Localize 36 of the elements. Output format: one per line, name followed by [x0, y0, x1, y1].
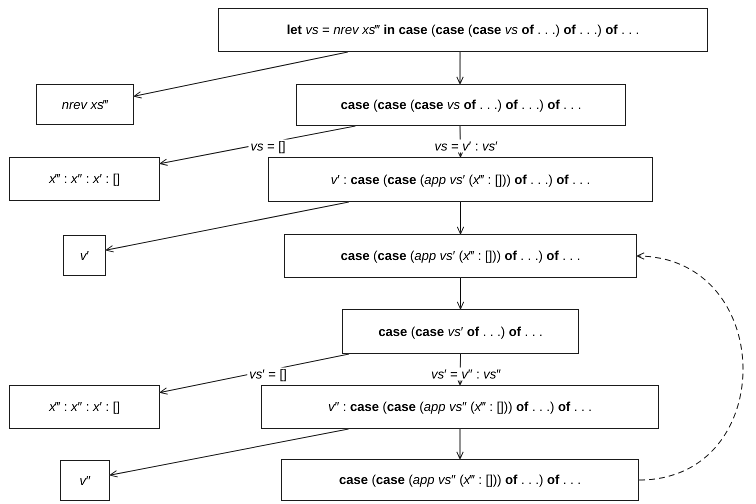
- arrow: [110, 428, 350, 478]
- arrow: [456, 202, 464, 234]
- expression-text: case (case (app vs′ (x‴ : [])) of . . .) of . . .: [340, 247, 580, 266]
- expression-text: let vs = nrev xs‴ in case (case (case vs of . . .) of . . .) of . . .: [286, 21, 640, 40]
- expression-text: case (case (case vs of . . .) of . . .) of . . .: [340, 96, 582, 114]
- expression-text: v″ : case (case (app vs″ (x‴ : [])) of . . .) of . . .: [328, 398, 592, 416]
- expression-box: [63, 235, 106, 276]
- edge-label: vs′ = v″ : vs″: [429, 368, 503, 380]
- expression-text: v′ : case (case (app vs′ (x‴ : [])) of . . .) of . . .: [330, 170, 590, 189]
- arrow: [456, 278, 464, 310]
- expression-box: [9, 385, 160, 429]
- arrow: [456, 428, 464, 460]
- edge-label: vs′ = []: [247, 368, 289, 380]
- arrow: [106, 202, 350, 252]
- expression-box: [218, 8, 708, 52]
- expression-text: nrev xs‴: [62, 96, 108, 114]
- expression-box: [342, 309, 579, 354]
- expression-text: case (case (app vs″ (x‴ : [])) of . . .) of . . .: [339, 471, 581, 490]
- expression-text: v′: [80, 246, 89, 265]
- expression-text: v″: [79, 472, 91, 490]
- expression-box: [268, 157, 653, 202]
- expression-box: [281, 459, 639, 501]
- arrow: [134, 52, 348, 98]
- edge-label: vs = v′ : vs′: [432, 140, 500, 152]
- expression-box: [60, 460, 110, 501]
- expression-box: [36, 84, 134, 125]
- expression-box: [9, 157, 160, 201]
- edge-label: vs = []: [248, 140, 288, 152]
- expression-text: x‴ : x″ : x′ : []: [49, 398, 120, 416]
- expression-text: case (case vs′ of . . .) of . . .: [378, 322, 543, 341]
- arrow: [456, 52, 464, 84]
- expression-box: [284, 234, 637, 278]
- expression-text: x‴ : x″ : x′ : []: [49, 170, 120, 188]
- expression-box: [261, 385, 659, 429]
- arrow: [636, 253, 744, 480]
- expression-box: [296, 84, 626, 126]
